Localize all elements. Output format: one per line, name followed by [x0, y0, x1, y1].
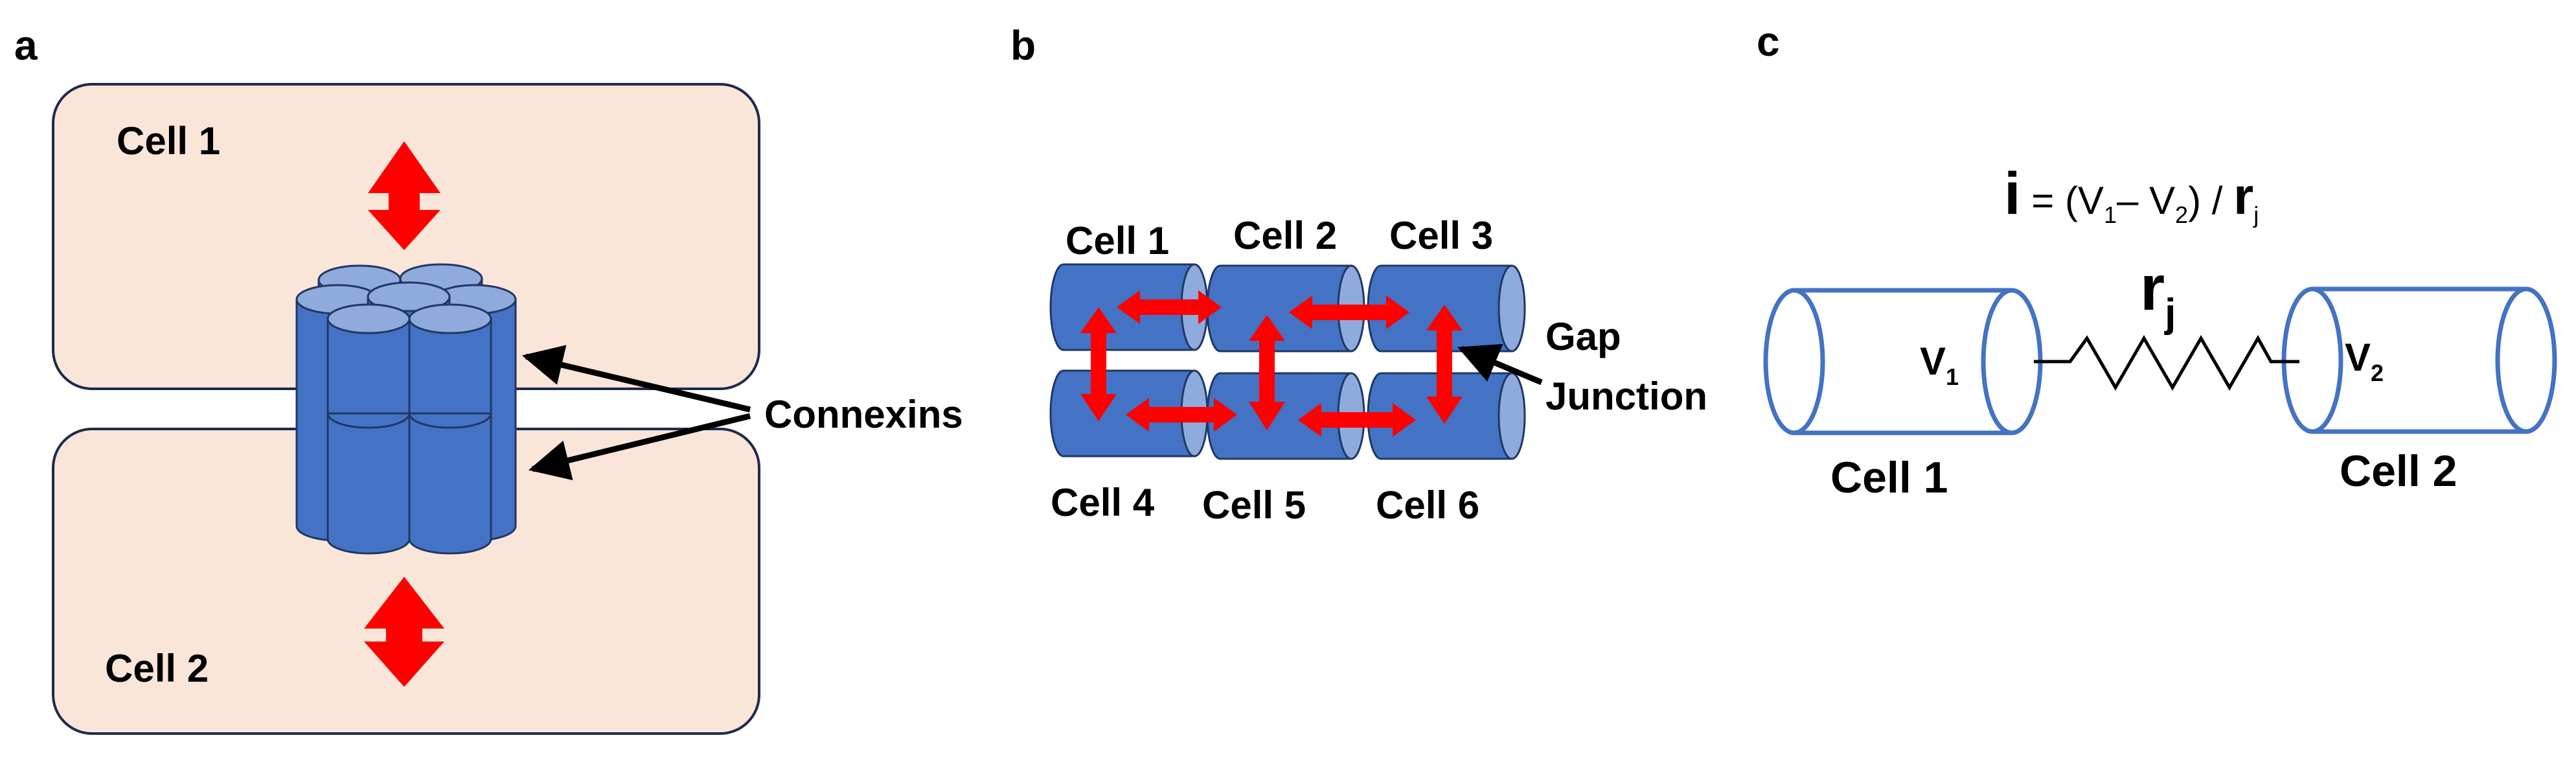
eq-part2: – V: [2117, 179, 2175, 222]
panel-b-cell-3-label: Cell 3: [1389, 214, 1493, 257]
voltage-v2: V2: [2345, 336, 2384, 386]
gap-label-line1: Gap: [1545, 315, 1621, 358]
arrow-cell3-cell6: [1426, 305, 1463, 424]
eq-part3: ) /: [2188, 179, 2233, 222]
panel-b-cell-3-cylinder: [1367, 264, 1526, 353]
connexins-label: Connexins: [764, 393, 963, 436]
ohms-law-equation: i = (V1– V2) / rj: [2004, 161, 2259, 228]
panel-b-cell-grid: [1049, 263, 1526, 460]
arrow-cell1-cell4: [1080, 307, 1117, 421]
voltage-v1: V1: [1920, 340, 1959, 390]
eq-sub2: 2: [2175, 202, 2188, 228]
eq-i: i: [2004, 161, 2021, 227]
eq-r: r: [2233, 167, 2253, 225]
arrow-cell4-cell5: [1126, 398, 1237, 432]
panel-b: b Cell 1 Cell 2 Cell 3 Cell 4 Cell 5 Cel…: [1010, 22, 1707, 527]
panel-b-cell-5-label: Cell 5: [1202, 483, 1306, 527]
resistor-label: rj: [2140, 252, 2176, 336]
panel-c: c i = (V1– V2) / rj rj V1 V2 Cell 1 Cell…: [1757, 18, 2557, 502]
panel-b-cell-4-label: Cell 4: [1051, 481, 1155, 524]
arrow-cell5-cell6: [1298, 403, 1416, 437]
junction-resistor: [2034, 334, 2299, 391]
panel-c-cell-1-label: Cell 1: [1830, 453, 1948, 502]
panel-c-cell-2-label: Cell 2: [2340, 446, 2457, 496]
arrow-cell2-cell5: [1249, 315, 1285, 430]
connexin-front-row: [326, 303, 492, 555]
panel-c-cell-1-cylinder: [1763, 288, 2043, 435]
panel-b-letter: b: [1010, 22, 1036, 69]
transport-arrow-top: [368, 141, 440, 250]
arrow-cell1-cell2: [1117, 290, 1222, 324]
arrow-cell2-cell3: [1289, 295, 1409, 329]
gap-label-line2: Junction: [1545, 375, 1707, 418]
eq-sub1: 1: [2104, 202, 2117, 228]
cell-2-label: Cell 2: [105, 647, 209, 690]
panel-c-cell-2-cylinder: [2281, 286, 2557, 434]
panel-b-cell-5-cylinder: [1206, 372, 1365, 460]
eq-part1: = (V: [2021, 179, 2104, 222]
panel-a: a Cell 1 Cell 2: [14, 22, 963, 735]
cell-1-label: Cell 1: [117, 119, 220, 163]
panel-c-letter: c: [1757, 18, 1780, 65]
panel-b-cell-6-label: Cell 6: [1376, 483, 1479, 527]
connexin-pointer-upper: [521, 345, 751, 413]
transport-arrow-bottom: [364, 577, 444, 687]
panel-a-letter: a: [14, 22, 38, 69]
panel-b-cell-2-label: Cell 2: [1233, 214, 1337, 257]
gap-junction-pointer: [1457, 343, 1543, 386]
connexin-pointer-lower: [528, 413, 751, 481]
eq-subj: j: [2253, 202, 2259, 228]
panel-b-cell-1-label: Cell 1: [1066, 219, 1169, 262]
panel-b-red-arrows: [1080, 290, 1463, 437]
connexin-cluster: [295, 263, 517, 555]
